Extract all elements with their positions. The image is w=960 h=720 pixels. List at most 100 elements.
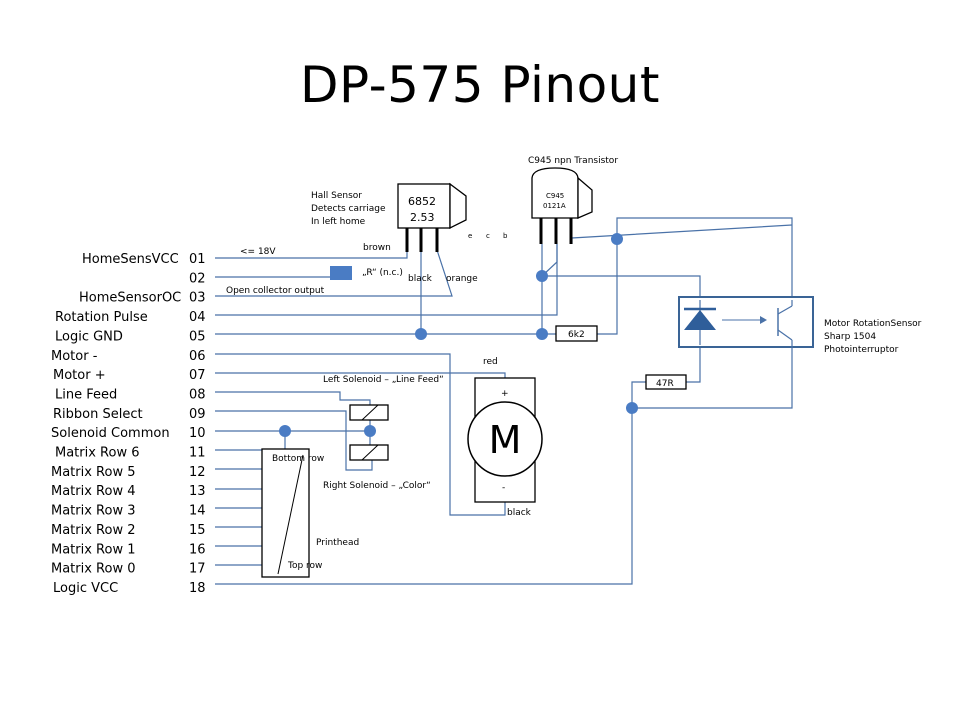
hall-sensor-body [397,183,451,229]
pin-number-04: 04 [189,310,206,325]
pin-number-08: 08 [189,387,206,402]
photo-label-3: Photointerruptor [824,345,899,355]
resistor-47r: 47R [645,374,687,390]
pin-number-02: 02 [189,271,206,286]
pin-name-06: Motor - [51,349,98,364]
led-diode-icon [684,310,716,330]
wire-vcc-right [632,350,793,409]
pin-name-14: Matrix Row 3 [51,504,136,519]
printhead-bottom-label: Bottom row [272,454,324,464]
pin-number-12: 12 [189,465,206,480]
pin-name-09: Ribbon Select [53,407,143,422]
pin-name-12: Matrix Row 5 [51,465,136,480]
resistor-6k2: 6k2 [555,325,598,342]
wire-pin04 [215,244,558,316]
wire-pin07 [215,372,506,378]
transistor-code-2: 0121A [543,202,566,210]
hall-brown-label: brown [363,243,391,253]
light-arrow-icon [760,316,767,324]
motor-circle [467,401,543,477]
pin-number-15: 15 [189,523,206,538]
wire-collector-dot [541,244,558,277]
pin-name-11: Matrix Row 6 [55,446,140,461]
hall-black-label: black [408,274,433,284]
pin-number-06: 06 [189,349,206,364]
pin-number-10: 10 [189,426,206,441]
transistor-side [577,176,593,219]
motor-symbol: M [489,418,522,462]
right-solenoid [349,444,389,461]
pin-name-13: Matrix Row 4 [51,484,136,499]
printhead: Bottom row Top row Printhead [261,448,359,578]
wire-c-photo [542,275,701,300]
wire-pin06 [215,353,506,516]
solenoids: Left Solenoid – „Line Feed“ Right Soleno… [323,375,444,491]
transistor-pin-e: e [468,232,472,240]
pin-name-07: Motor + [53,368,106,383]
pin-number-03: 03 [189,291,206,306]
pin-number-18: 18 [189,581,206,596]
pin-name-05: Logic GND [55,329,123,344]
printhead-label: Printhead [316,538,359,548]
resistor-6k2-label: 6k2 [568,330,585,340]
wire-pin18 [215,408,633,585]
pin-number-09: 09 [189,407,206,422]
wire-47r-led [686,340,701,383]
pin-name-10: Solenoid Common [51,426,170,441]
junction-dot [536,270,548,282]
pin-number-16: 16 [189,542,206,557]
pin-name-01: HomeSensVCC [82,252,179,267]
printhead-top-label: Top row [287,561,322,571]
motor-red-label: red [483,357,498,367]
pin-number-11: 11 [189,446,206,461]
pin-number-05: 05 [189,329,206,344]
hall-code-2: 2.53 [410,211,435,224]
r-nc-label: „R“ (n.c.) [362,268,403,278]
left-solenoid-label: Left Solenoid – „Line Feed“ [323,375,444,385]
wire-pin09 [215,410,373,471]
motor-plus: + [501,389,509,399]
pin-number-17: 17 [189,562,206,577]
junction-dot [415,328,427,340]
photo-label-2: Sharp 1504 [824,332,876,342]
pin-number-14: 14 [189,504,206,519]
wire-pin03 [215,249,453,297]
pin-name-15: Matrix Row 2 [51,523,136,538]
junction-dot [536,328,548,340]
left-solenoid [349,404,389,421]
hall-desc-1: Hall Sensor [311,191,362,201]
page-title: DP-575 Pinout [300,56,660,114]
photointerruptor: Motor RotationSensor Sharp 1504 Photoint… [678,296,922,355]
motor-black-label: black [507,508,532,518]
junction-dot [626,402,638,414]
hall-sensor-side [449,182,467,230]
wire-base [571,224,793,244]
junction-dot [279,425,291,437]
pin-name-04: Rotation Pulse [55,310,148,325]
wires [215,217,793,585]
resistor-47r-label: 47R [656,379,674,389]
motor: M + - red black [467,357,543,518]
transistor-pin-b: b [503,232,508,240]
hall-sensor: 6852 2.53 Hall Sensor Detects carriage I… [226,182,478,296]
photo-label-1: Motor RotationSensor [824,319,922,329]
pin-name-08: Line Feed [55,387,117,402]
hall-oc-note: Open collector output [226,286,325,296]
pin-number-13: 13 [189,484,206,499]
hall-code-1: 6852 [408,195,436,208]
transistor-title: C945 npn Transistor [528,156,618,166]
junction-dot [611,233,623,245]
hall-desc-2: Detects carriage [311,204,386,214]
r-nc-block [330,266,352,280]
transistor-pin-c: c [486,232,490,240]
pin-number-07: 07 [189,368,206,383]
hall-orange-label: orange [446,274,478,284]
junction-dot [364,425,376,437]
pin-number-01: 01 [189,252,206,267]
wire-6k2-right [597,217,793,335]
printhead-body [261,448,310,578]
junction-dots [279,233,638,437]
hall-vcc-note: <= 18V [240,247,276,257]
